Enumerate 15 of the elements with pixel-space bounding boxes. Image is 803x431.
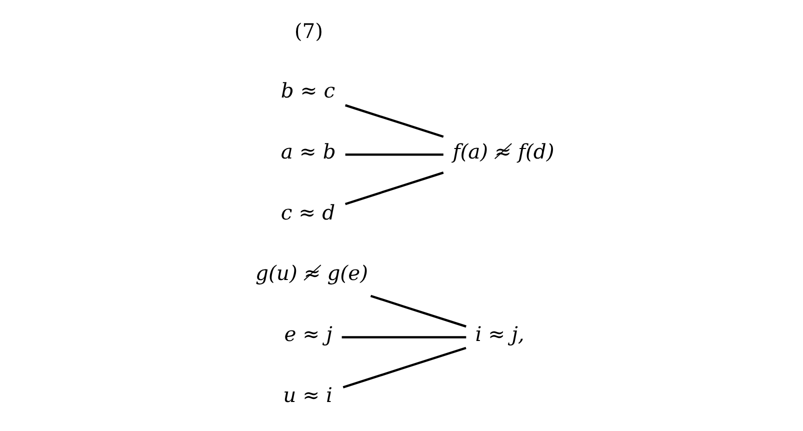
connector (344, 104, 444, 138)
node-text: i ≈ j, (474, 322, 524, 346)
node-text: a ≈ b (280, 139, 336, 164)
node-text: g(u) ≉ g(e) (255, 261, 368, 286)
node-text: u ≈ i (282, 382, 332, 407)
connector (344, 172, 444, 206)
node-text: b ≈ c (280, 78, 335, 103)
connector (370, 294, 466, 328)
connector (342, 346, 466, 388)
label: (7) (294, 18, 323, 43)
connector (341, 336, 466, 338)
node-text: f(a) ≉ f(d) (452, 139, 554, 164)
connector (344, 154, 443, 156)
node-text: c ≈ d (280, 200, 335, 224)
node-text: e ≈ j (284, 322, 332, 346)
